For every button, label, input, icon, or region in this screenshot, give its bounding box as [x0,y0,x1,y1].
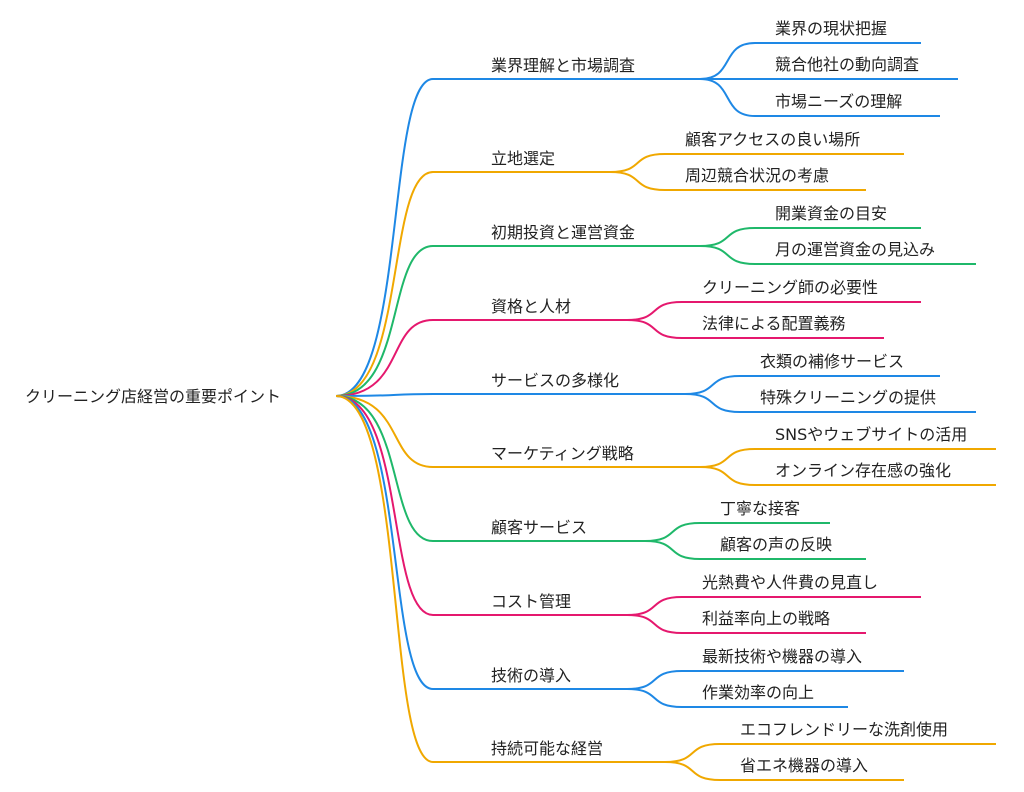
leaf-label: 法律による配置義務 [702,314,846,333]
connector-lines [335,42,996,781]
branch-connector [335,245,483,397]
branch-connector [335,395,483,690]
leaf-connector [699,245,976,265]
leaf-connector [699,466,996,486]
branch-connector [335,171,483,397]
leaf-label: 省エネ機器の導入 [740,756,868,775]
leaf-label: クリーニング師の必要性 [702,278,878,297]
leaf-connector [699,42,921,80]
leaf-label: 市場ニーズの理解 [775,92,902,111]
leaf-label: 周辺競合状況の考慮 [685,166,829,185]
branch-label: 初期投資と運営資金 [491,223,635,242]
leaf-label: 特殊クリーニングの提供 [760,388,936,407]
leaf-connector [664,743,996,763]
leaf-label: 開業資金の目安 [775,204,887,223]
leaf-label: 最新技術や機器の導入 [702,647,862,666]
branch-label: 持続可能な経営 [491,739,603,758]
leaf-connector [664,761,904,781]
branch-label: マーケティング戦略 [491,444,634,463]
leaf-label: 業界の現状把握 [775,19,887,38]
leaf-label: 競合他社の動向調査 [775,55,919,74]
leaf-connector [644,522,830,542]
branch-label: 技術の導入 [491,666,571,685]
leaf-label: エコフレンドリーな洗剤使用 [740,720,948,739]
leaf-label: 顧客アクセスの良い場所 [685,130,860,149]
leaf-connector [626,596,921,616]
leaf-connector [626,688,848,708]
leaf-label: 光熱費や人件費の見直し [702,573,878,592]
branch-label: 顧客サービス [491,518,587,537]
leaf-label: 利益率向上の戦略 [702,609,830,628]
leaf-label: SNSやウェブサイトの活用 [775,425,967,444]
leaf-connector [699,78,940,117]
branch-label: 立地選定 [491,149,555,168]
leaf-label: 作業効率の向上 [702,683,814,702]
branch-label: サービスの多様化 [491,371,619,390]
leaf-connector [699,448,996,468]
leaf-connector [684,393,976,413]
leaf-label: 衣類の補修サービス [760,352,904,371]
branch-connector [335,395,483,468]
leaf-label: オンライン存在感の強化 [775,461,951,480]
leaf-connector [609,171,866,191]
branch-label: コスト管理 [491,592,571,611]
leaf-label: 月の運営資金の見込み [775,240,935,259]
branch-connector [335,78,483,397]
leaf-connector [626,301,921,321]
leaf-connector [626,670,904,690]
branch-connector [335,395,483,763]
branch-connector [335,319,483,397]
leaf-connector [626,319,884,339]
leaf-connector [609,153,904,173]
branch-label: 資格と人材 [491,297,571,316]
leaf-label: 顧客の声の反映 [720,535,832,554]
leaf-connector [699,227,921,247]
leaf-connector [644,540,866,560]
branch-connector [335,395,483,616]
branch-label: 業界理解と市場調査 [491,56,635,75]
root-node-label: クリーニング店経営の重要ポイント [25,387,281,406]
branch-connector [335,393,483,397]
leaf-connector [626,614,866,634]
branch-connector [335,395,483,542]
leaf-connector [684,375,940,395]
leaf-label: 丁寧な接客 [720,499,800,518]
